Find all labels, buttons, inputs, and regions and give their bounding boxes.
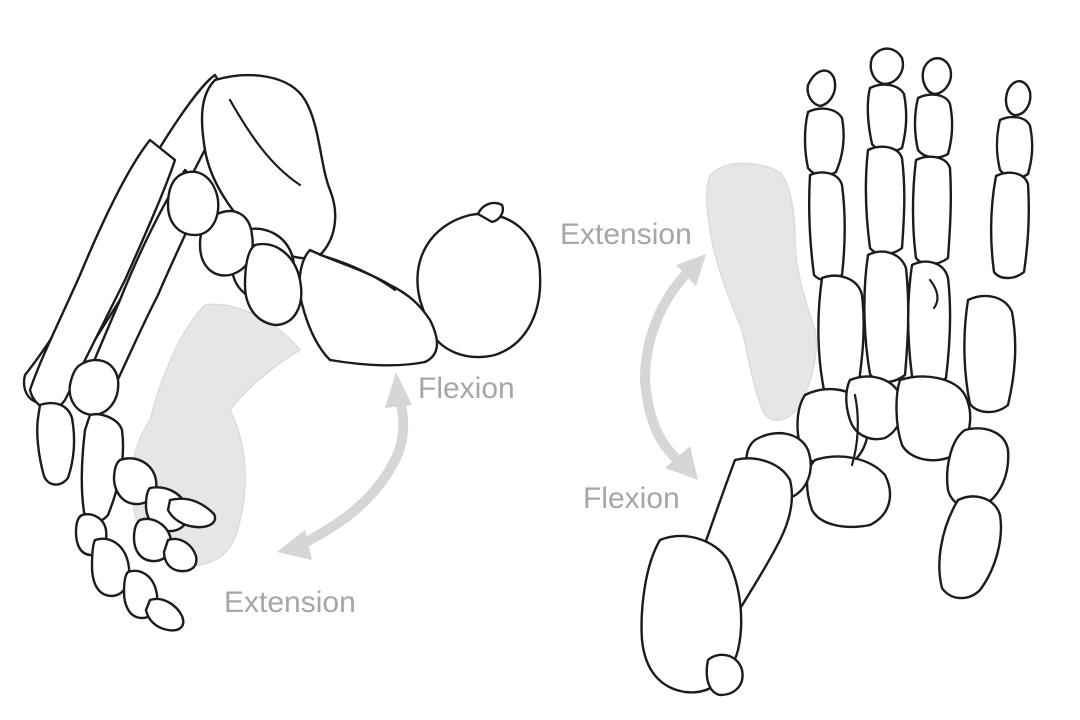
right-navicular (805, 455, 892, 529)
right-middle-phalanx-1 (803, 107, 845, 177)
left-cuneiform-2 (166, 170, 220, 237)
right-toe-tip-4 (1004, 80, 1032, 117)
right-foot-dorsal-view (640, 47, 1034, 697)
right-flexion-label: Flexion (583, 482, 680, 515)
right-arrowhead-flexion (665, 446, 698, 480)
left-flexion-label: Flexion (418, 372, 515, 405)
left-proximal-phalanx-2 (36, 401, 76, 486)
left-tarsal-body (298, 248, 439, 367)
left-foot-lateral-view (22, 73, 542, 632)
right-cuneiform-2 (845, 375, 904, 441)
right-arrow-shaft (639, 265, 695, 467)
right-toe-tip-3 (921, 57, 953, 96)
left-calcaneus-tip (476, 201, 505, 224)
right-metatarsal-4 (963, 294, 1017, 414)
left-arrow-shaft (295, 395, 409, 550)
left-contour-1 (228, 98, 302, 187)
right-contour-1 (850, 393, 859, 467)
right-middle-phalanx-3 (913, 93, 954, 159)
left-flexed-toe-4 (132, 517, 173, 563)
right-extension-label: Extension (560, 218, 692, 251)
right-toe-tip-1 (806, 69, 837, 108)
left-contour-2 (318, 253, 397, 292)
left-toe-tip (144, 597, 185, 632)
left-calcaneus (416, 212, 542, 359)
right-fifth-ray (938, 495, 1003, 600)
right-proximal-phalanx-3 (911, 155, 953, 266)
left-arrowhead-extension (277, 530, 312, 560)
right-metatarsal-2 (863, 250, 910, 384)
right-proximal-phalanx-1 (808, 171, 846, 282)
left-extension-label: Extension (224, 586, 356, 619)
left-cuboid (243, 242, 303, 327)
right-middle-phalanx-2 (866, 83, 908, 153)
left-motion-arrow (277, 372, 412, 560)
right-ghost-big-toe (705, 162, 818, 421)
left-metatarsal-head-1 (68, 358, 120, 417)
left-arrowhead-flexion (385, 372, 412, 408)
right-heel-tip (705, 653, 744, 697)
left-flexed-toe-3 (166, 497, 217, 529)
right-proximal-phalanx-4 (990, 171, 1030, 280)
right-toe-tip-2 (869, 47, 905, 86)
right-middle-phalanx-4 (995, 115, 1034, 179)
right-motion-arrow (639, 254, 706, 480)
right-metatarsal-3 (907, 260, 952, 386)
right-arrowhead-extension (676, 254, 706, 286)
left-proximal-phalanx-1 (80, 413, 125, 523)
left-flexed-toe-1 (112, 457, 158, 506)
left-middle-phalanx-2 (90, 537, 131, 598)
right-proximal-phalanx-2 (864, 145, 906, 256)
left-flexed-toe-5 (162, 537, 198, 573)
right-contour-2 (928, 278, 939, 310)
